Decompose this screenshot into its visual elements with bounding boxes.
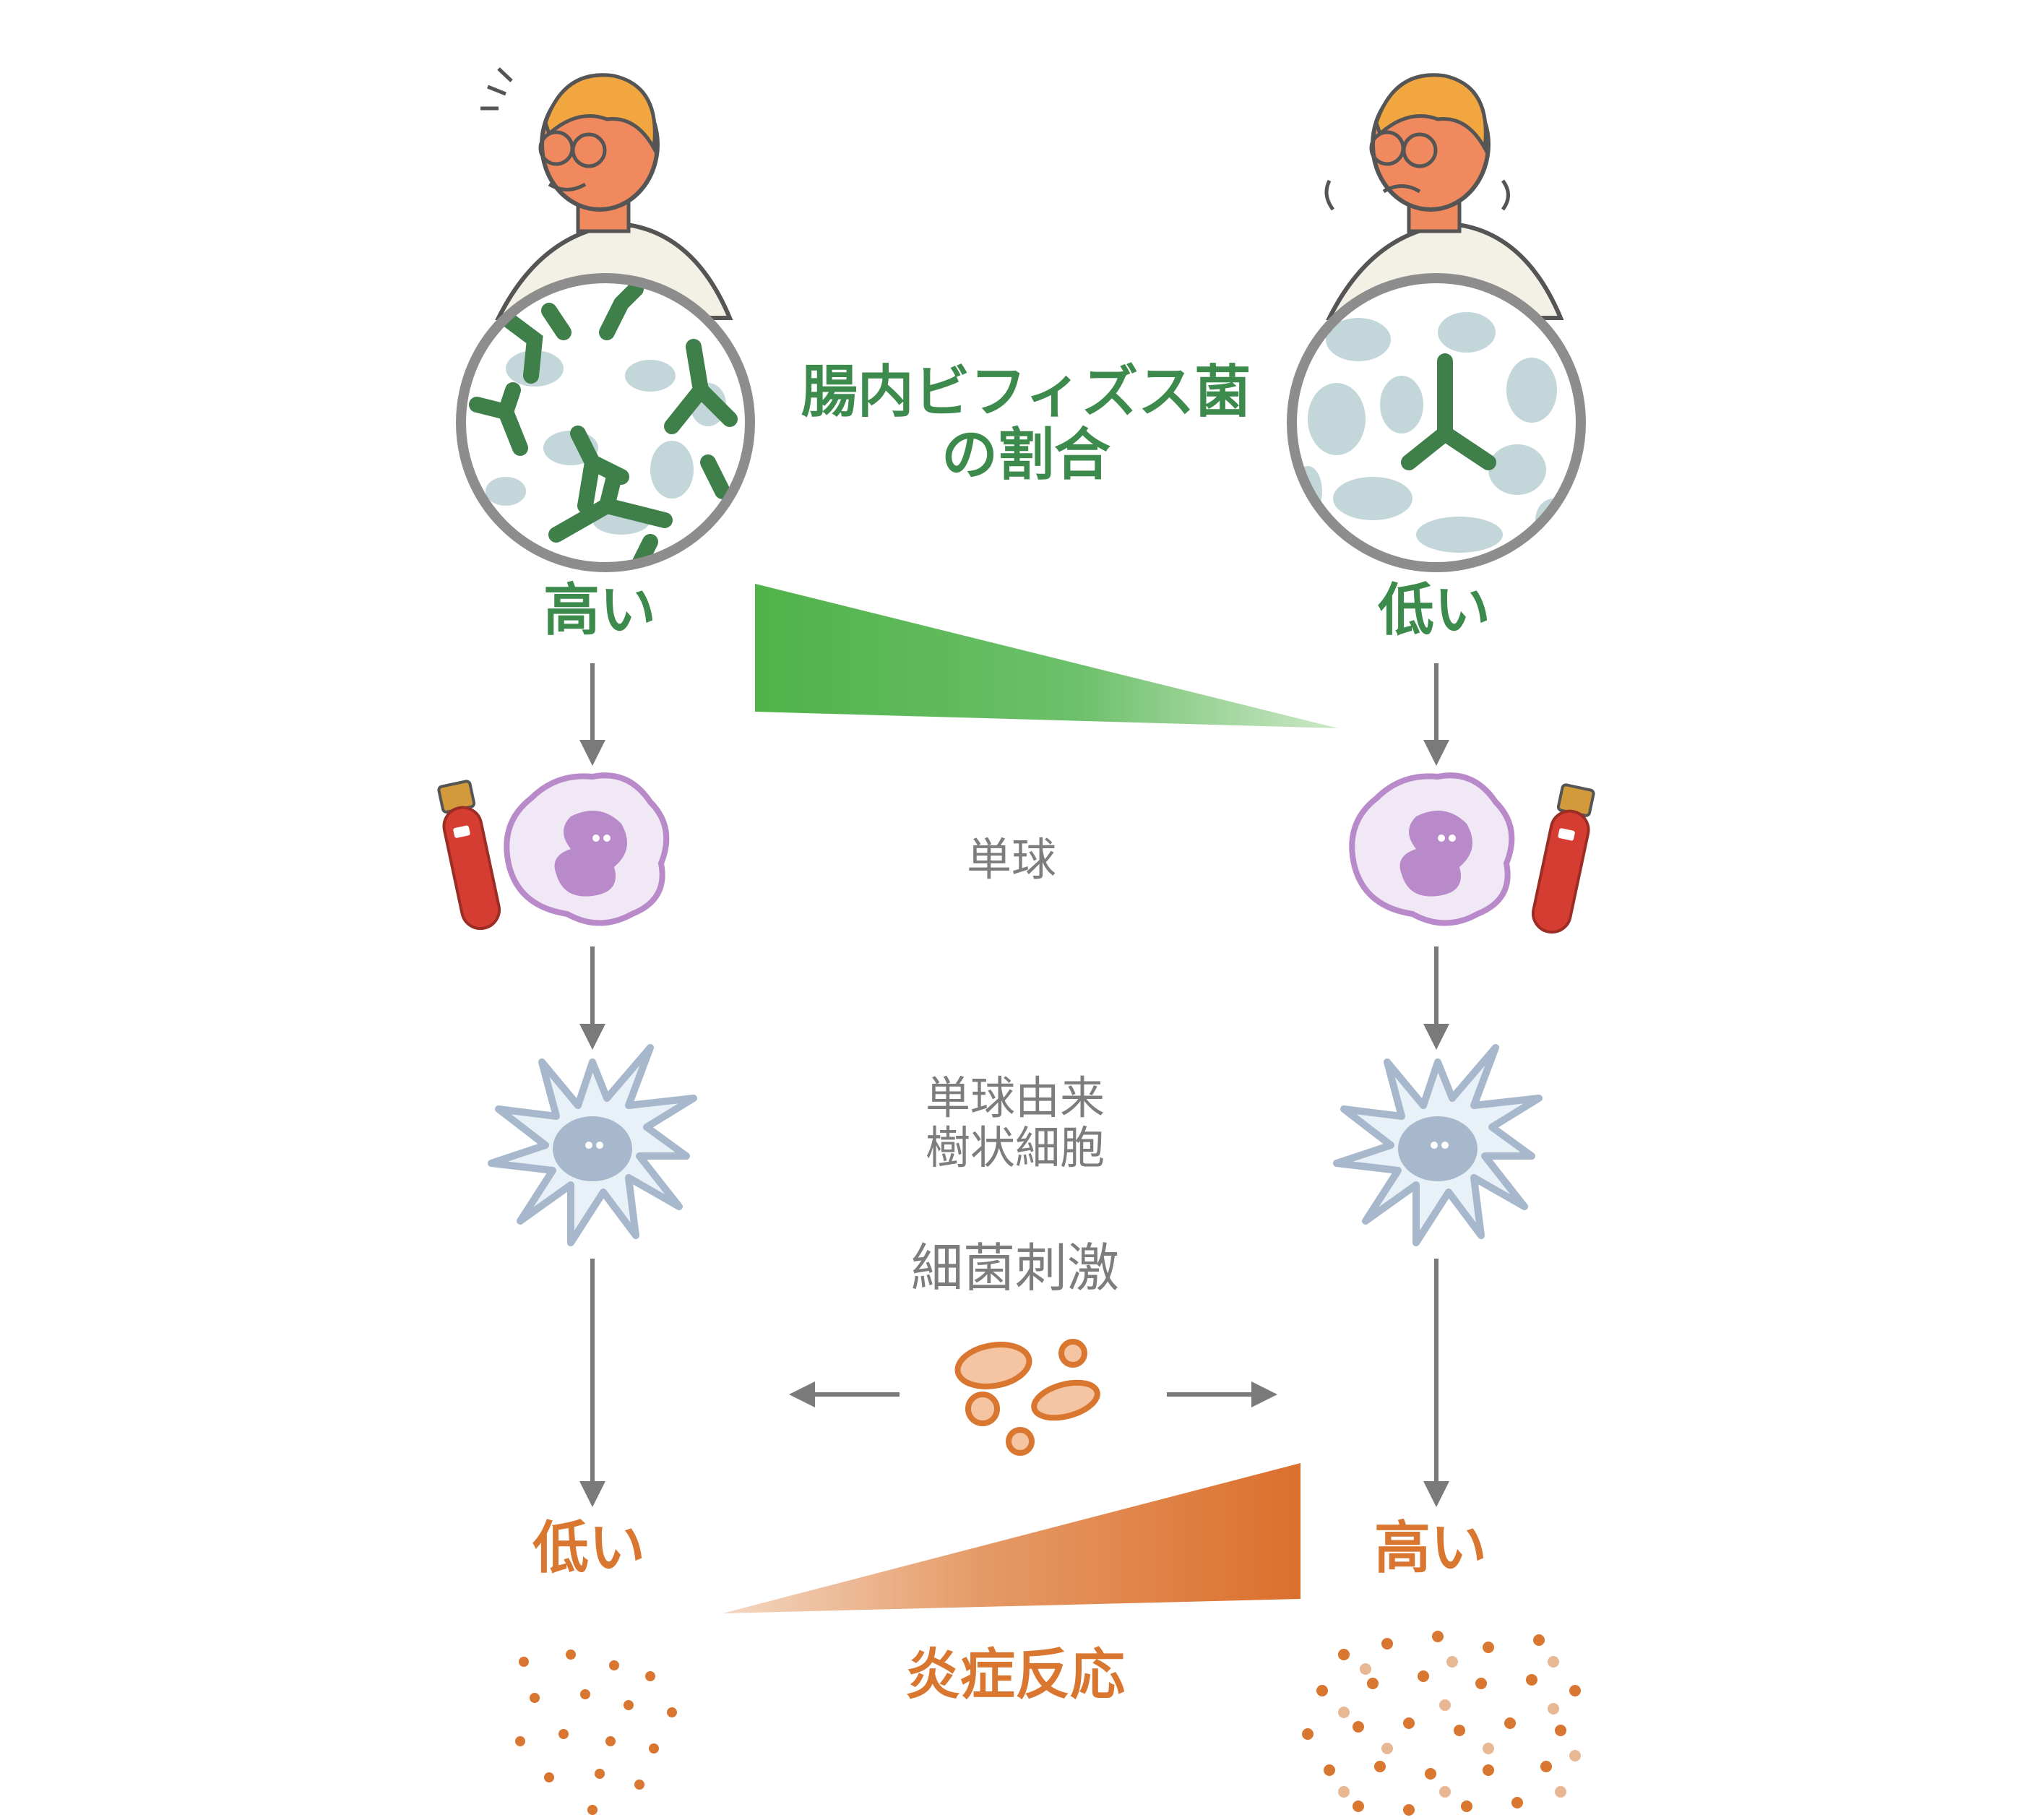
- dendritic-cell-left-icon: [488, 1044, 697, 1246]
- dendritic-cell-label-line2: 樹状細胞: [925, 1121, 1105, 1175]
- bacteria-stimulus-icon: [954, 1339, 1100, 1456]
- bifido-high-label: 高い: [543, 578, 656, 643]
- bacterial-stimulus-label: 細菌刺激: [910, 1238, 1119, 1298]
- bifido-ratio-title-line1: 腸内ビフィズス菌: [801, 360, 1251, 425]
- bifido-low-label: 低い: [1377, 578, 1491, 643]
- monocyte-left-icon: [504, 772, 670, 926]
- cytokine-dots-high-icon: [1302, 1631, 1581, 1816]
- monocyte-label: 単球: [966, 833, 1056, 886]
- gut-bacteria-low-icon: [1287, 273, 1586, 572]
- blood-tube-right-icon: [1531, 783, 1595, 934]
- monocyte-right-icon: [1349, 772, 1515, 926]
- inflammation-gradient-wedge: [722, 1463, 1300, 1613]
- cytokine-dots-low-icon: [515, 1649, 677, 1815]
- inflammation-high-label: 高い: [1373, 1516, 1487, 1581]
- blood-tube-left-icon: [437, 780, 501, 931]
- bifido-ratio-title: 腸内ビフィズス菌 の割合: [766, 361, 1286, 488]
- gut-bacteria-high-icon: [456, 273, 755, 572]
- bifido-ratio-title-line2: の割合: [941, 423, 1110, 488]
- dendritic-cell-label: 単球由来 樹状細胞: [896, 1073, 1134, 1173]
- dendritic-cell-label-line1: 単球由来: [925, 1071, 1105, 1124]
- inflammation-response-label: 炎症反応: [905, 1642, 1125, 1707]
- inflammation-low-label: 低い: [532, 1516, 645, 1581]
- bifido-gradient-wedge: [755, 584, 1338, 728]
- dendritic-cell-right-icon: [1333, 1044, 1543, 1246]
